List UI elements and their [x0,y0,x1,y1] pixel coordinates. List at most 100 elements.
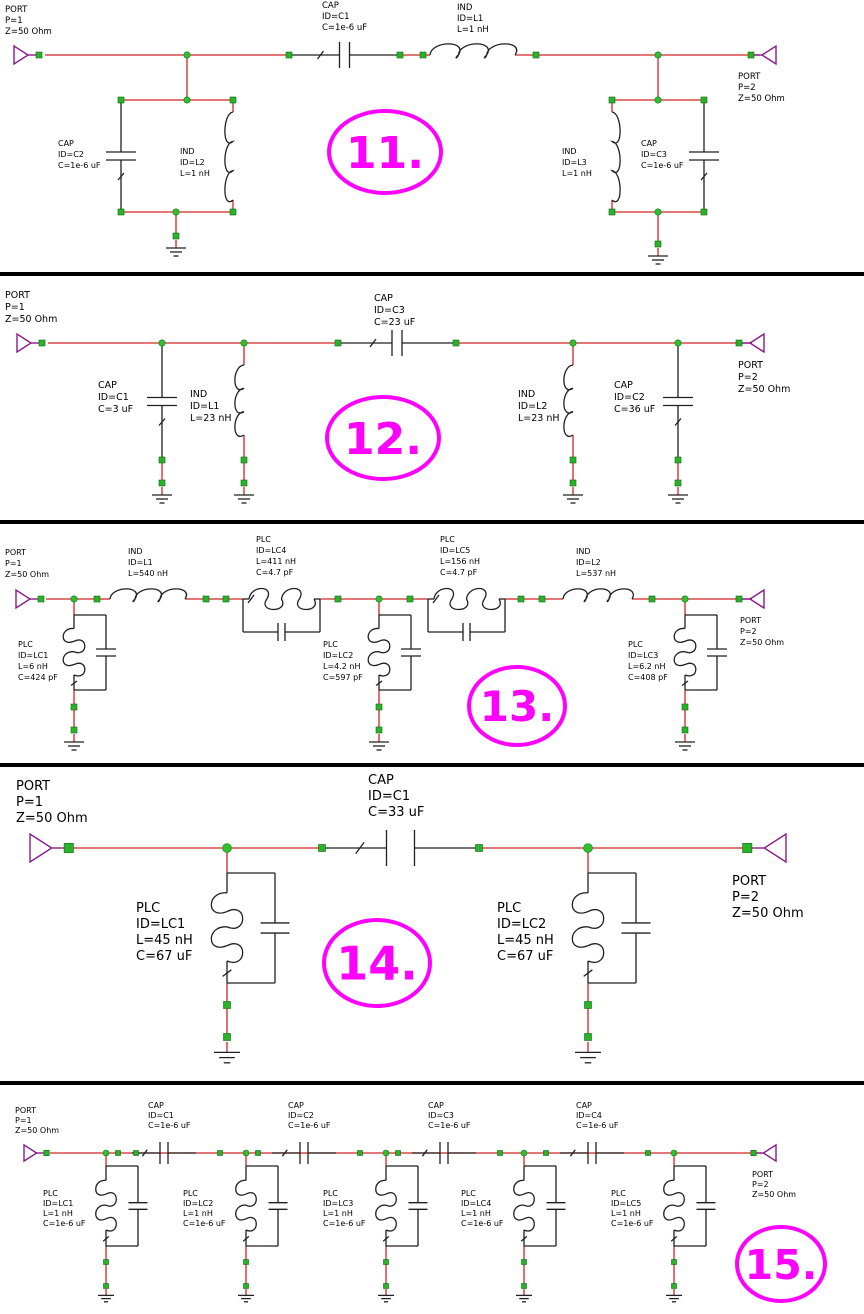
pin-square [318,844,326,852]
component-label: IND [180,147,195,156]
component-label: C=1e-6 uF [288,1121,331,1130]
port-symbol [742,588,765,610]
parallel-lc [210,872,290,984]
parallel-lc [427,587,506,641]
component-label: CAP [428,1101,444,1110]
component-label: PLC [628,640,643,649]
ground-symbol [668,487,688,504]
component-label: CAP [641,139,657,148]
junction-node [242,1149,250,1157]
component-label: CAP [98,380,117,391]
component-label: C=67 uF [497,949,553,964]
component-label: ID=C2 [614,392,645,403]
component-label: L=537 nH [576,569,616,578]
component-label: ID=L1 [128,558,153,567]
pin-square [750,1150,757,1157]
parallel-lc [375,1165,428,1247]
pin-square [133,1150,139,1156]
component-label: C=33 uF [368,805,424,820]
pin-square [103,1283,109,1289]
pin-square [37,595,45,603]
inductor [109,588,188,603]
parallel-lc [571,872,651,984]
pin-square [240,479,248,487]
component-label: Z=50 Ohm [752,1190,796,1199]
component-label: L=1 nH [457,25,489,35]
component-label: IND [190,389,207,400]
component-label: L=6 nH [18,662,48,671]
component-label: L=23 nH [190,413,232,424]
component-label: P=2 [732,890,759,905]
pin-square [255,1150,261,1156]
pin-square [543,1150,549,1156]
component-label: PORT [16,779,50,794]
component-label: CAP [288,1101,304,1110]
component-label: ID=LC5 [611,1199,641,1208]
pin-square [70,726,78,734]
capacitor [106,100,136,212]
component-label: C=408 pF [628,673,668,682]
component-label: C=36 uF [614,404,655,415]
component-label: P=2 [738,83,756,93]
pin-square [63,843,74,853]
component-label: C=1e-6 uF [148,1121,191,1130]
pin-square [674,479,682,487]
port-symbol [15,588,38,610]
component-label: Z=50 Ohm [738,384,790,395]
component-label: PORT [732,874,766,889]
ground-symbol [98,1289,114,1303]
component-label: PORT [752,1170,773,1179]
parallel-lc [663,1165,716,1247]
pin-square [383,1283,389,1289]
port-symbol [742,332,765,354]
component-label: IND [576,547,591,556]
component-label: P=2 [740,627,757,636]
pin-square [608,208,616,216]
component-label: Z=50 Ohm [15,1126,59,1135]
component-label: ID=LC2 [183,1199,213,1208]
component-label: PORT [738,360,763,371]
pin-square [202,595,210,603]
inductor [234,364,245,438]
pin-square [217,1150,223,1156]
ground-symbol [563,487,583,504]
component-label: PLC [18,640,33,649]
junction-node [183,96,191,104]
ground-symbol [64,734,84,751]
component-label: Z=50 Ohm [16,811,88,826]
pin-square [35,51,43,59]
component-label: L=1 nH [43,1209,73,1218]
pin-square [285,51,293,59]
pin-square [584,1033,592,1041]
component-label: C=4.7 pF [256,568,294,577]
pin-square [517,595,525,603]
pin-square [158,456,166,464]
parallel-lc [62,614,116,691]
junction-node [158,339,166,347]
pin-square [532,51,540,59]
component-label: Z=50 Ohm [5,314,57,325]
ground-symbol [675,734,695,751]
component-label: ID=C2 [58,150,84,159]
component-label: L=411 nH [256,557,296,566]
component-label: L=4.2 nH [323,662,361,671]
pin-square [747,51,755,59]
circuit-number-ellipse [327,109,443,195]
component-label: PORT [5,548,26,557]
junction-node [183,51,191,59]
parallel-lc [673,614,727,691]
parallel-lc [95,1165,148,1247]
circuit-number-ellipse [735,1225,827,1303]
component-label: C=597 pF [323,673,363,682]
component-label: PLC [183,1189,198,1198]
component-label: Z=50 Ohm [732,906,804,921]
component-label: ID=L1 [457,14,483,24]
component-label: PLC [497,901,521,916]
component-label: PLC [256,535,271,544]
junction-node [102,1149,110,1157]
circuit-number-ellipse [467,665,567,747]
ground-symbol [152,487,172,504]
component-label: CAP [368,773,394,788]
component-label: PLC [136,901,160,916]
